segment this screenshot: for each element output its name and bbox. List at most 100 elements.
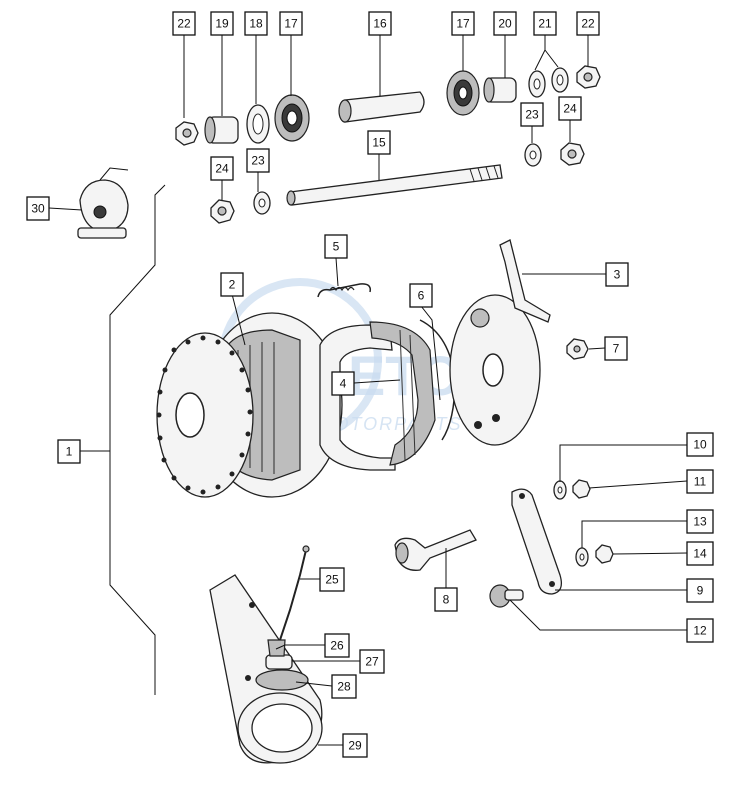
callout-30: 30 bbox=[26, 196, 50, 221]
svg-text:29: 29 bbox=[348, 739, 362, 753]
part-9-brake-lever bbox=[511, 488, 563, 595]
svg-text:10: 10 bbox=[693, 438, 707, 452]
svg-text:9: 9 bbox=[697, 584, 704, 598]
svg-text:23: 23 bbox=[251, 154, 265, 168]
part-20-bush bbox=[483, 77, 517, 103]
callout-25: 25 bbox=[319, 567, 345, 592]
part-14-nut bbox=[595, 544, 614, 564]
svg-text:19: 19 bbox=[215, 17, 229, 31]
part-4-brake-shoes bbox=[319, 321, 436, 471]
callout-22-left: 22 bbox=[172, 11, 196, 36]
svg-text:21: 21 bbox=[538, 17, 552, 31]
part-21-washers bbox=[528, 67, 569, 98]
svg-text:3: 3 bbox=[614, 268, 621, 282]
part-22-nut-right bbox=[576, 65, 601, 89]
svg-text:22: 22 bbox=[581, 17, 595, 31]
part-8-brake-cam bbox=[394, 529, 477, 571]
part-2-wheel-hub bbox=[156, 312, 343, 498]
part-23-washer-left bbox=[253, 191, 271, 215]
svg-text:17: 17 bbox=[456, 17, 470, 31]
callout-8: 8 bbox=[434, 587, 458, 612]
part-29-tube bbox=[209, 574, 323, 764]
callout-5: 5 bbox=[324, 234, 348, 259]
svg-text:8: 8 bbox=[443, 593, 450, 607]
callout-23-left: 23 bbox=[246, 148, 270, 173]
svg-text:24: 24 bbox=[215, 162, 229, 176]
svg-text:20: 20 bbox=[498, 17, 512, 31]
callout-18: 18 bbox=[244, 11, 268, 36]
callout-4: 4 bbox=[331, 371, 355, 396]
part-26-cable-end bbox=[267, 639, 286, 657]
callout-6: 6 bbox=[409, 283, 433, 308]
svg-text:25: 25 bbox=[325, 573, 339, 587]
part-7-nut bbox=[566, 338, 589, 360]
svg-text:14: 14 bbox=[693, 547, 707, 561]
svg-text:13: 13 bbox=[693, 515, 707, 529]
callout-13: 13 bbox=[686, 509, 714, 534]
callout-10: 10 bbox=[686, 432, 714, 457]
svg-text:6: 6 bbox=[418, 289, 425, 303]
svg-text:22: 22 bbox=[177, 17, 191, 31]
part-22-nut-left bbox=[175, 121, 199, 146]
svg-text:16: 16 bbox=[373, 17, 387, 31]
callout-2: 2 bbox=[220, 272, 244, 297]
part-10-washer bbox=[553, 480, 567, 500]
callout-26: 26 bbox=[324, 633, 350, 658]
callout-27: 27 bbox=[359, 649, 385, 674]
svg-text:27: 27 bbox=[365, 655, 379, 669]
callout-22-right: 22 bbox=[576, 11, 600, 36]
hub-spoke-holes bbox=[156, 335, 253, 495]
part-12-pin bbox=[489, 584, 524, 608]
svg-text:11: 11 bbox=[694, 475, 707, 489]
part-28-clamp bbox=[255, 669, 309, 691]
svg-text:15: 15 bbox=[372, 136, 386, 150]
part-27-ferrule bbox=[265, 654, 293, 670]
callout-1: 1 bbox=[57, 439, 81, 464]
svg-text:24: 24 bbox=[563, 102, 577, 116]
watermark-brand: ETO bbox=[348, 344, 462, 407]
part-11-nut bbox=[572, 479, 591, 499]
svg-text:4: 4 bbox=[340, 377, 347, 391]
part-15-axle bbox=[286, 164, 503, 206]
svg-text:30: 30 bbox=[31, 202, 45, 216]
svg-text:23: 23 bbox=[525, 108, 539, 122]
callout-11: 11 bbox=[686, 469, 714, 494]
part-3-brake-plate bbox=[449, 239, 551, 446]
callout-17-left: 17 bbox=[279, 11, 303, 36]
part-16-spacer-tube bbox=[338, 91, 425, 123]
svg-text:12: 12 bbox=[693, 624, 707, 638]
part-24-nut-right bbox=[560, 142, 585, 166]
callout-19: 19 bbox=[210, 11, 234, 36]
callout-12: 12 bbox=[686, 618, 714, 643]
svg-text:18: 18 bbox=[249, 17, 263, 31]
part-13-washer bbox=[575, 547, 589, 567]
callout-20: 20 bbox=[493, 11, 517, 36]
callout-3: 3 bbox=[605, 262, 629, 287]
leader-lines bbox=[48, 35, 688, 746]
part-24-nut-left bbox=[210, 199, 235, 224]
callout-28: 28 bbox=[331, 674, 357, 699]
callout-29: 29 bbox=[342, 733, 368, 758]
part-19-bush bbox=[204, 116, 239, 144]
part-25-brake-cable bbox=[279, 545, 310, 641]
svg-text:5: 5 bbox=[333, 240, 340, 254]
svg-text:1: 1 bbox=[66, 445, 73, 459]
part-18-ring bbox=[246, 104, 270, 144]
callout-16: 16 bbox=[368, 11, 392, 36]
svg-text:28: 28 bbox=[337, 680, 351, 694]
svg-text:17: 17 bbox=[284, 17, 298, 31]
svg-text:7: 7 bbox=[613, 342, 620, 356]
callout-15: 15 bbox=[367, 130, 391, 155]
callout-21: 21 bbox=[533, 11, 557, 36]
part-5-return-spring bbox=[317, 283, 372, 298]
svg-text:26: 26 bbox=[330, 639, 344, 653]
callout-23-right: 23 bbox=[520, 102, 544, 127]
callout-9: 9 bbox=[686, 578, 714, 603]
callout-7: 7 bbox=[604, 336, 628, 361]
callout-17-right: 17 bbox=[451, 11, 475, 36]
callout-14: 14 bbox=[686, 541, 714, 566]
part-17-bearing-left bbox=[274, 94, 310, 142]
callout-24-left: 24 bbox=[210, 156, 234, 181]
